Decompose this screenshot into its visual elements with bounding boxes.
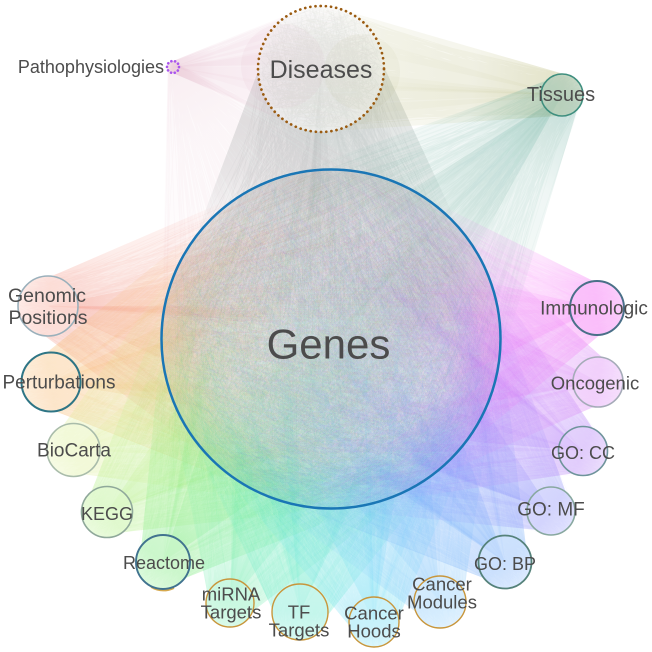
svg-text:Genomic: Genomic: [8, 285, 86, 307]
svg-text:Diseases: Diseases: [270, 56, 373, 84]
svg-text:Targets: Targets: [269, 620, 330, 641]
svg-text:Positions: Positions: [8, 307, 87, 329]
svg-text:Hoods: Hoods: [347, 621, 400, 642]
svg-text:Cancer: Cancer: [344, 603, 404, 624]
svg-text:GO: CC: GO: CC: [551, 443, 615, 463]
svg-text:KEGG: KEGG: [81, 504, 133, 524]
svg-text:Tissues: Tissues: [527, 84, 595, 106]
svg-text:Modules: Modules: [407, 592, 477, 613]
svg-text:Perturbations: Perturbations: [2, 373, 115, 394]
svg-text:Genes: Genes: [267, 321, 391, 368]
svg-text:Cancer: Cancer: [412, 574, 472, 595]
svg-text:Targets: Targets: [201, 602, 262, 623]
svg-text:Pathophysiologies: Pathophysiologies: [18, 57, 164, 77]
svg-text:Reactome: Reactome: [123, 553, 205, 573]
svg-text:BioCarta: BioCarta: [37, 441, 111, 462]
svg-text:Immunologic: Immunologic: [540, 299, 648, 320]
svg-text:TF: TF: [288, 602, 311, 623]
svg-text:Oncogenic: Oncogenic: [551, 373, 639, 394]
svg-text:miRNA: miRNA: [202, 584, 261, 605]
svg-text:GO: BP: GO: BP: [474, 554, 536, 574]
svg-text:GO: MF: GO: MF: [517, 500, 585, 521]
